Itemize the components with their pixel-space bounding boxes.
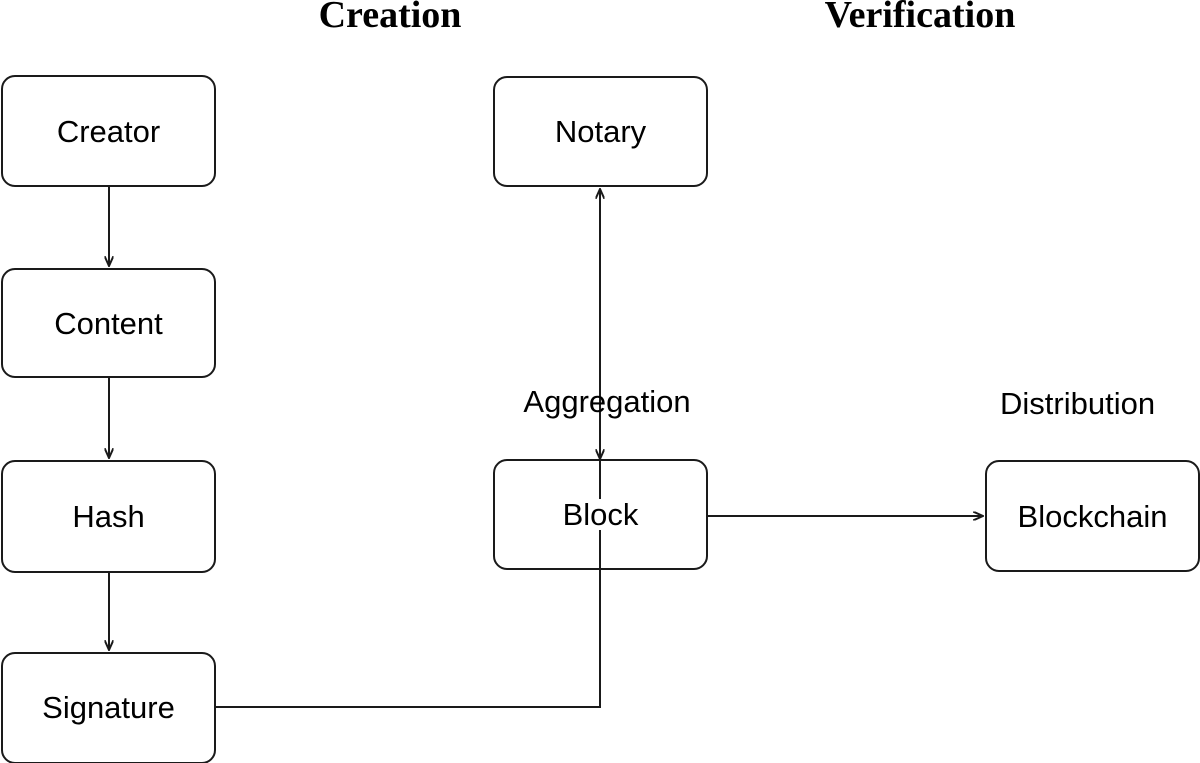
node-content[interactable]: Content (1, 268, 216, 378)
section-title-creation: Creation (318, 0, 462, 36)
node-block[interactable]: Block (493, 459, 708, 570)
section-title-verification: Verification (824, 0, 1016, 36)
node-block-label: Block (556, 499, 645, 530)
node-notary[interactable]: Notary (493, 76, 708, 187)
node-blockchain[interactable]: Blockchain (985, 460, 1200, 572)
node-creator-label: Creator (56, 113, 161, 149)
edge-label-distribution: Distribution (1000, 386, 1156, 421)
node-blockchain-label: Blockchain (1017, 498, 1168, 534)
node-signature[interactable]: Signature (1, 652, 216, 763)
node-signature-label: Signature (42, 689, 175, 725)
edge-signature-to-block-elbow (216, 575, 601, 708)
node-hash-label: Hash (72, 499, 145, 534)
node-hash[interactable]: Hash (1, 460, 216, 573)
edge-label-aggregation: Aggregation (523, 384, 691, 419)
node-notary-label: Notary (554, 114, 647, 149)
node-content-label: Content (54, 305, 163, 341)
node-creator[interactable]: Creator (1, 75, 216, 187)
